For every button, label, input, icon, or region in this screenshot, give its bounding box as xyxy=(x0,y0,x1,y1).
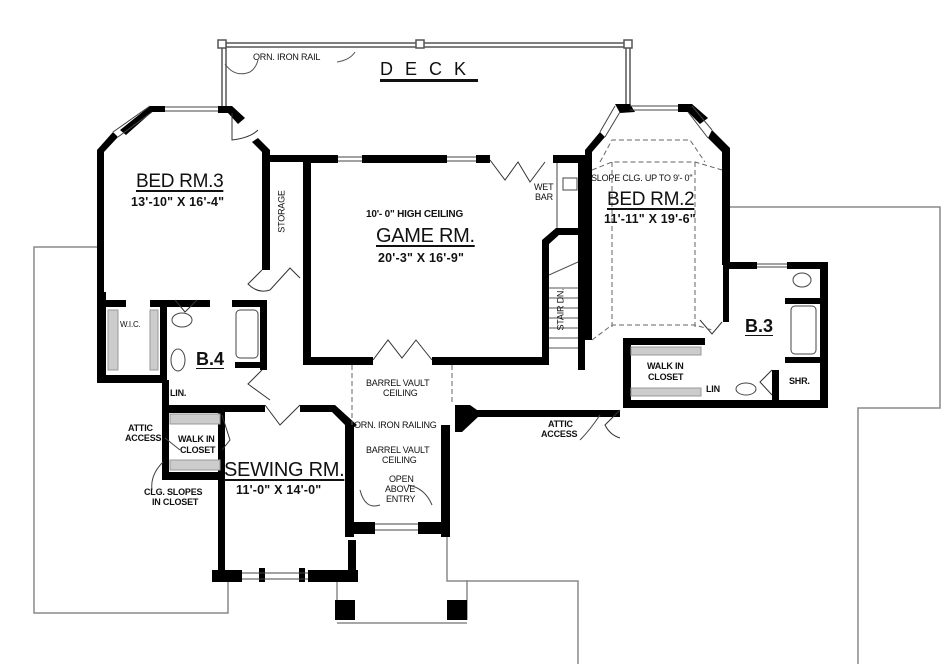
b4-linen-label: LIN. xyxy=(170,388,187,398)
bed-room-2-dims: 11'-11" X 19'-6" xyxy=(604,212,696,226)
attic-access-right-1: ATTIC xyxy=(548,419,573,429)
ceiling-slopes-note-2: IN CLOSET xyxy=(152,497,199,507)
wet-bar-label-1: WET xyxy=(534,182,554,192)
game-room-ceiling-note: 10'- 0" HIGH CEILING xyxy=(366,209,464,220)
orn-iron-railing-label: ORN. IRON RAILING xyxy=(354,420,437,430)
wet-bar-label-2: BAR xyxy=(535,192,553,202)
stair-down-label: STAIR DN. xyxy=(555,288,566,331)
bed-room-3-dims: 13'-10" X 16'-4" xyxy=(131,195,225,209)
bath-3-label: B.3 xyxy=(745,316,774,336)
leaders xyxy=(151,414,601,507)
doors xyxy=(174,113,773,451)
open-above-entry-3: ENTRY xyxy=(386,494,416,504)
game-room-name: GAME RM. xyxy=(376,225,475,247)
fixtures xyxy=(170,163,817,396)
entry-barrel-vault-2: CEILING xyxy=(382,455,417,465)
open-above-entry-1: OPEN xyxy=(389,474,414,484)
b3-walk-in-closet-1: WALK IN xyxy=(647,361,684,371)
walls xyxy=(97,104,828,620)
hall-barrel-vault-1: BARREL VAULT xyxy=(366,378,430,388)
windows xyxy=(112,105,787,580)
bed-room-2-name: BED RM.2 xyxy=(607,189,695,210)
sewing-room-name: SEWING RM. xyxy=(224,459,345,481)
stairs xyxy=(548,261,579,349)
sewing-walk-in-closet-1: WALK IN xyxy=(178,434,215,444)
deck-rail-note: ORN. IRON RAIL xyxy=(253,52,321,62)
deck-label: DECK xyxy=(380,59,479,79)
game-room-dims: 20'-3" X 16'-9" xyxy=(378,251,465,265)
b3-linen-label: LIN xyxy=(706,384,720,394)
storage-label: STORAGE xyxy=(276,190,287,233)
ceiling-slopes-note-1: CLG. SLOPES xyxy=(144,487,203,497)
bed-room-3-name: BED RM.3 xyxy=(136,171,224,192)
wic-label: W.I.C. xyxy=(120,320,141,329)
closet-hatch xyxy=(107,309,702,471)
entry-barrel-vault-1: BARREL VAULT xyxy=(366,445,430,455)
attic-access-right-2: ACCESS xyxy=(541,429,578,439)
b3-walk-in-closet-2: CLOSET xyxy=(648,372,684,382)
bath-4-label: B.4 xyxy=(196,349,225,369)
lower-floor-outline xyxy=(33,206,941,664)
ceiling-lines xyxy=(351,139,723,425)
attic-access-left-1: ATTIC xyxy=(128,423,153,433)
deck-rail xyxy=(217,39,633,112)
sewing-room-dims: 11'-0" X 14'-0" xyxy=(236,483,322,497)
attic-access-left-2: ACCESS xyxy=(125,433,162,443)
open-above-entry-2: ABOVE xyxy=(385,484,416,494)
shower-label: SHR. xyxy=(789,376,810,386)
bed-room-2-ceiling-note: SLOPE CLG. UP TO 9'- 0" xyxy=(591,173,693,183)
sewing-walk-in-closet-2: CLOSET xyxy=(180,445,216,455)
hall-barrel-vault-2: CEILING xyxy=(383,388,418,398)
